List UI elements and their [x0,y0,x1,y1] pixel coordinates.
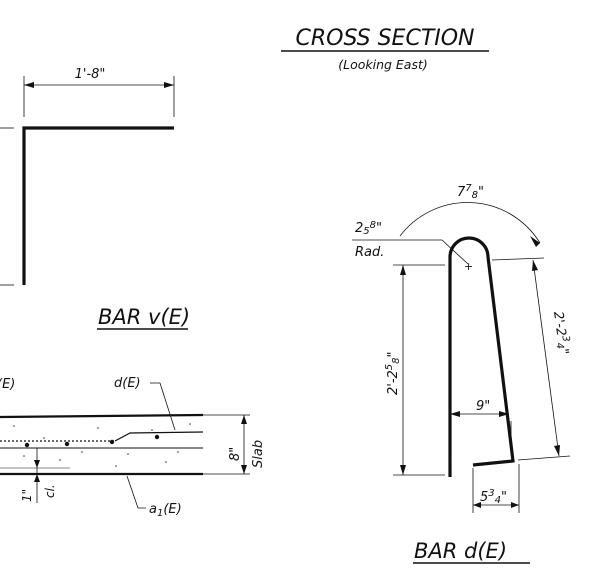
bar-d-toe-value: 534" [480,488,507,506]
bar-d-arc-dimension [399,202,541,244]
bar-d-base-width-value: 9" [476,399,490,414]
bar-d-shape [448,236,515,477]
cross-section-subtitle: (Looking East) [338,57,428,72]
bar-d-radius-value: 258" [355,220,382,237]
bar-d-detail: + 258" Rad. 778" 2'-258" 2'-234" [352,183,573,564]
bar-d-right-arrow-top [532,260,538,271]
bar-d-base-arrow-right [499,411,509,417]
slab-thickness-value: 8" [228,447,243,461]
cross-section-title: CROSS SECTION [295,26,474,51]
slab-top-edge [0,413,204,419]
bar-d-left-arrow-bottom [400,465,406,475]
slab-thickness-arrow-bottom [241,465,247,474]
slab-clear-arrow-top [34,460,40,468]
bar-d-toe-arrow-right [511,502,519,508]
cross-section-header: CROSS SECTION (Looking East) [281,26,489,72]
bar-v-shape [22,126,174,285]
bar-v-detail: 1'-8" BAR v(E) [0,67,190,330]
bar-d-right-height-value: 2'-234" [549,310,573,356]
bar-v-arrow-left [24,82,34,88]
slab-bar-d-leader [150,382,176,431]
slab-bar-d-label: d(E) [114,376,141,391]
bar-d-right-ext-bottom [517,455,571,461]
bar-d-radius-leader-diag [441,239,469,265]
slab-detail: (E) d(E) 8" Slab [0,376,266,519]
slab-clear-arrow-bottom [34,474,40,482]
slab-bar-a1-leader [126,475,146,509]
bar-d-right-ext-top [491,257,545,261]
bar-d-base-arrow-left [450,411,460,417]
bar-d-arc-value: 778" [457,183,484,201]
bar-d-left-height-value: 2'-258" [384,351,402,395]
bar-d-radius-label: Rad. [355,245,384,260]
bar-v-arrow-right [164,82,174,88]
bar-d-toe-arrow-left [473,502,481,508]
slab-rebar-d-bend [114,431,204,442]
bar-d-center-mark: + [464,260,473,273]
slab-rebar-dots [24,434,160,448]
bar-d-left-arrow-top [400,265,406,275]
slab-clear-cover-value: 1" [20,489,34,502]
slab-clear-cover-label: cl. [43,484,57,498]
bar-d-title: BAR d(E) [414,539,507,563]
bar-v-title: BAR v(E) [98,305,190,329]
slab-concrete-stipple [13,423,191,467]
slab-bar-a1-label: a1(E) [149,502,182,519]
bar-v-dimension-label: 1'-8" [75,67,106,82]
bar-d-right-arrow-bottom [554,445,560,456]
slab-left-bar-label: (E) [0,377,15,392]
bar-d-arc-arrow-right [530,236,540,247]
slab-thickness-arrow-top [241,415,247,424]
slab-thickness-label: Slab [251,440,266,468]
bar-d-right-dimension-line [532,259,560,457]
